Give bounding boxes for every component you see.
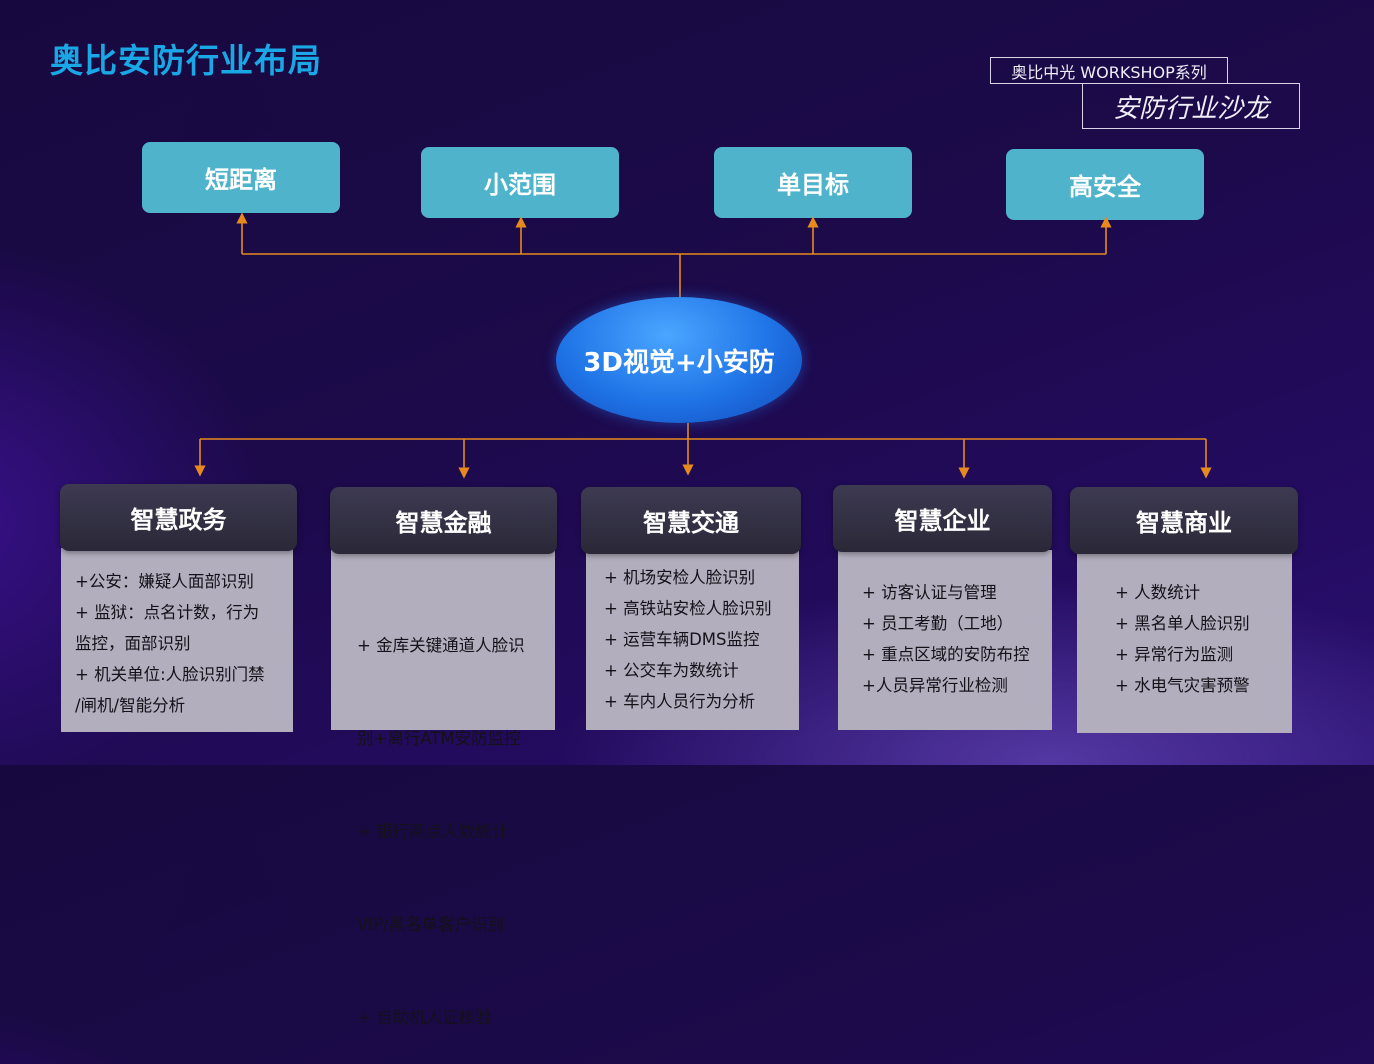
list-item: + 银行网点人数统计	[357, 822, 509, 841]
list-item: + 人数统计	[1115, 583, 1201, 602]
list-item: VIP/黑名单客户识别	[357, 915, 505, 934]
industry-panel-enterprise: + 访客认证与管理 + 员工考勤（工地） + 重点区域的安防布控 +人员异常行业…	[838, 550, 1052, 730]
feature-high-security: 高安全	[1006, 149, 1204, 220]
list-item: 监控，面部识别	[75, 634, 191, 653]
salon-label: 安防行业沙龙	[1082, 83, 1300, 129]
list-item: + 公交车为数统计	[604, 661, 739, 680]
list-item: + 员工考勤（工地）	[862, 614, 1014, 633]
industry-panel-government: +公安：嫌疑人面部识别 + 监狱：点名计数，行为 监控，面部识别 + 机关单位:…	[61, 548, 293, 732]
industry-header-finance: 智慧金融	[330, 487, 557, 554]
list-item: /闸机/智能分析	[75, 696, 186, 715]
list-item: + 监狱：点名计数，行为	[75, 603, 260, 622]
list-item: + 高铁站安检人脸识别	[604, 599, 772, 618]
list-item: + 水电气灾害预警	[1115, 676, 1250, 695]
list-item: + 车内人员行为分析	[604, 692, 756, 711]
industry-header-commerce: 智慧商业	[1070, 487, 1298, 554]
list-item: +人员异常行业检测	[862, 676, 1008, 695]
feature-small-range: 小范围	[421, 147, 619, 218]
industry-panel-commerce: + 人数统计 + 黑名单人脸识别 + 异常行为监测 + 水电气灾害预警	[1077, 550, 1292, 733]
hub-node: 3D视觉+小安防	[556, 297, 802, 423]
feature-single-target: 单目标	[714, 147, 912, 218]
industry-header-transport: 智慧交通	[581, 487, 801, 554]
list-item: + 自助机人证核验	[357, 1008, 492, 1027]
page-title: 奥比安防行业布局	[50, 41, 322, 80]
industry-panel-finance: + 金库关键通道人脸识 别+离行ATM安防监控 + 银行网点人数统计 VIP/黑…	[331, 550, 555, 1027]
list-item: 别+离行ATM安防监控	[357, 729, 521, 748]
list-item: + 机关单位:人脸识别门禁	[75, 665, 265, 684]
list-item: + 金库关键通道人脸识	[357, 636, 525, 655]
list-item: + 异常行为监测	[1115, 645, 1234, 664]
industry-panel-transport: + 机场安检人脸识别 + 高铁站安检人脸识别 + 运营车辆DMS监控 + 公交车…	[586, 550, 799, 730]
list-item: + 访客认证与管理	[862, 583, 997, 602]
list-item: + 运营车辆DMS监控	[604, 630, 760, 649]
list-item: + 机场安检人脸识别	[604, 568, 756, 587]
industry-header-enterprise: 智慧企业	[833, 485, 1052, 552]
list-item: +公安：嫌疑人面部识别	[75, 572, 254, 591]
list-item: + 黑名单人脸识别	[1115, 614, 1250, 633]
connector-lines	[194, 212, 1212, 479]
feature-short-distance: 短距离	[142, 142, 340, 213]
industry-header-government: 智慧政务	[60, 484, 297, 551]
list-item: + 重点区域的安防布控	[862, 645, 1030, 664]
